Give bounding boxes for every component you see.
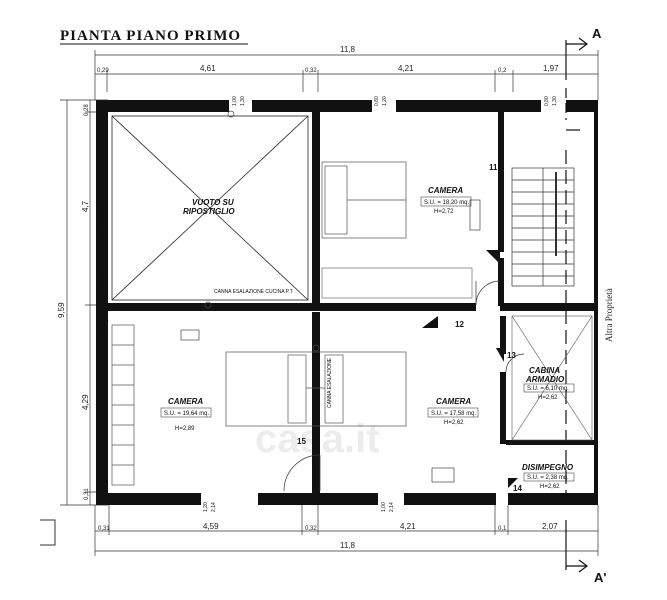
top-dim-6: 1,97	[543, 64, 559, 73]
point-13: 13	[507, 351, 516, 360]
top-dim-5: 0,2	[498, 68, 507, 74]
bottom-dim-1: 0,31	[98, 526, 110, 532]
marker-13	[496, 348, 504, 362]
camera-ne-h: H=2,72	[434, 209, 454, 215]
cabina-hatch	[511, 315, 593, 441]
window-height-3: 0,80	[374, 96, 380, 106]
altra-proprieta-label: Altra Proprietà	[604, 288, 614, 342]
camera-s-su: S.U. = 17,58 mq.	[431, 411, 477, 417]
point-14: 14	[513, 484, 522, 493]
canna-fumaria-label: CANNA FUMARIA	[101, 206, 107, 248]
doors	[283, 280, 525, 492]
camera-sw-h: H=2,89	[175, 426, 195, 432]
left-dim-2: 4,7	[81, 200, 90, 212]
camera-s-h: H=2,62	[444, 420, 464, 426]
cabina-name-line2: ARMADIO	[525, 375, 565, 384]
bottom-dim-3: 0,32	[305, 526, 317, 532]
wardrobe-ne	[321, 267, 473, 299]
walls	[96, 100, 598, 505]
window-height-1: 1,00	[232, 96, 238, 106]
window-height-8: 2,14	[211, 502, 217, 512]
window-height-9: 1,00	[381, 502, 387, 512]
camera-ne-su-box	[420, 196, 472, 207]
top-dim-4: 4,21	[398, 64, 414, 73]
fixtures	[180, 110, 481, 483]
top-dim-1: 0,29	[97, 68, 109, 74]
left-dim-3: 4,29	[81, 394, 90, 410]
window-height-5: 0,80	[544, 96, 550, 106]
marker-11	[486, 250, 500, 264]
window-height-7: 1,20	[203, 502, 209, 512]
section-mark-top: A	[592, 26, 602, 41]
bottom-dim-6: 2,07	[542, 522, 558, 531]
camera-s-name: CAMERA	[436, 397, 471, 406]
cabina-su: S.U. = 6,10 mq.	[527, 386, 569, 392]
window-height-2: 1,30	[240, 96, 246, 106]
top-total-dim: 11,8	[340, 45, 356, 54]
bottom-dimensions	[94, 505, 599, 556]
bottom-total-dim: 11,8	[340, 541, 356, 550]
corner-bracket	[40, 519, 56, 546]
camera-ne-su: S.U. = 18,20 mq.	[424, 200, 470, 206]
camera-sw-name: CAMERA	[168, 397, 203, 406]
void-ripostiglio	[111, 115, 309, 301]
canna-bagno-label: CANNA ESALAZIONE BAGNO P.T	[101, 264, 107, 342]
staircase	[511, 167, 575, 287]
bed-central	[225, 351, 407, 427]
window-height-4: 1,20	[382, 96, 388, 106]
bottom-dim-4: 4,21	[400, 522, 416, 531]
point-12: 12	[455, 320, 464, 329]
disimpegno-su: S.U. = 2,38 mq.	[527, 475, 569, 481]
window-height-10: 2,14	[389, 502, 395, 512]
disimpegno-su-box	[523, 472, 575, 482]
bottom-dim-5: 0,1	[498, 526, 507, 532]
section-mark-bottom: A'	[594, 570, 606, 585]
disimpegno-h: H=2,62	[540, 484, 560, 490]
bed-ne	[321, 161, 407, 239]
camera-sw-su: S.U. = 19,64 mq.	[164, 411, 210, 417]
camera-s-su-box	[427, 407, 479, 418]
wardrobe-sw	[111, 324, 135, 486]
point-15: 15	[297, 437, 306, 446]
void-label-line1: VUOTO SU	[192, 198, 234, 207]
left-dim-4: 0,31	[84, 488, 90, 500]
camera-sw-su-box	[160, 407, 212, 418]
canna-esalazione-label: CANNA ESALAZIONE	[327, 357, 333, 408]
cabina-su-box	[523, 383, 575, 393]
void-label-line2: RIPOSTIGLIO	[183, 207, 235, 216]
top-dim-2: 4,61	[200, 64, 216, 73]
left-dim-1: 0,28	[84, 104, 90, 116]
marker-14	[508, 478, 518, 488]
top-dim-3: 0,32	[305, 68, 317, 74]
canna-cucina-label: CANNA ESALAZIONE CUCINA P.T	[214, 289, 293, 295]
cabina-name-line1: CABINA	[529, 366, 560, 375]
window-height-6: 1,30	[552, 96, 558, 106]
bottom-dim-2: 4,59	[203, 522, 219, 531]
disimpegno-name: DISIMPEGNO	[522, 463, 574, 472]
camera-ne-name: CAMERA	[428, 186, 463, 195]
point-11: 11	[489, 163, 498, 172]
marker-12	[422, 316, 438, 328]
top-dimensions	[94, 50, 599, 100]
cabina-h: H=2,62	[538, 395, 558, 401]
left-total-dim: 9,59	[57, 302, 66, 318]
section-line	[565, 37, 588, 573]
plan-title: PIANTA PIANO PRIMO	[60, 28, 241, 44]
